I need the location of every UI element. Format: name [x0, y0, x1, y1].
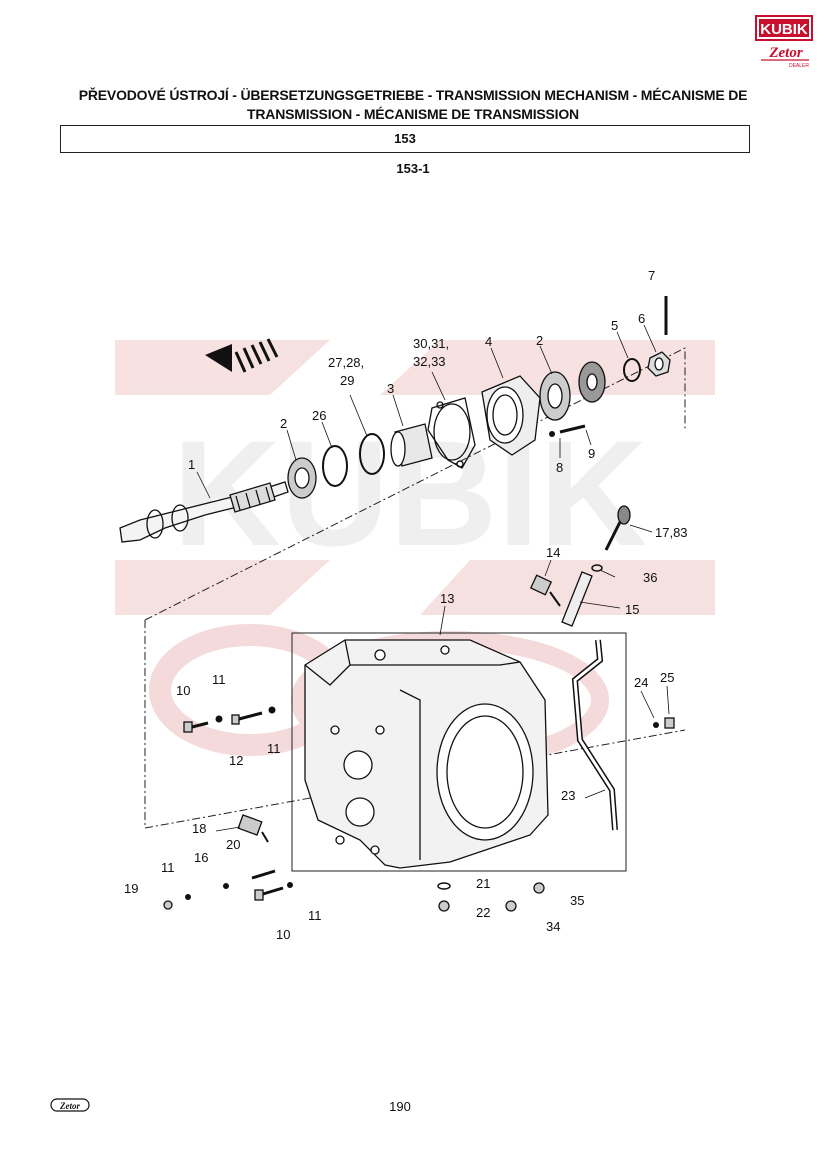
callout-11-d: 11 — [308, 908, 322, 923]
bolt-10-upper — [183, 721, 209, 733]
callout-23: 23 — [561, 788, 575, 803]
seal-21 — [437, 882, 451, 890]
callout-5: 5 — [611, 318, 618, 333]
gasket-30 — [427, 397, 476, 469]
callout-16: 16 — [194, 850, 208, 865]
title-line-2: TRANSMISSION - MÉCANISME DE TRANSMISSION — [247, 106, 579, 122]
nut-6 — [647, 351, 671, 377]
figure-number: 153-1 — [396, 161, 430, 176]
washer-24 — [653, 722, 659, 728]
direction-arrow-icon — [205, 338, 279, 373]
callout-13: 13 — [440, 591, 454, 606]
plug-25 — [664, 717, 675, 729]
callout-32-33: 32,33 — [413, 354, 446, 369]
callout-36: 36 — [643, 570, 657, 585]
callout-30-31: 30,31, — [413, 336, 449, 351]
callout-2-right: 2 — [536, 333, 543, 348]
leader-lines — [196, 324, 670, 832]
callout-3: 3 — [387, 381, 394, 396]
title-line-1: PŘEVODOVÉ ÚSTROJÍ - ÜBERSETZUNGSGETRIEBE… — [78, 87, 748, 103]
kubik-zetor-logo: KUBIK Zetor DEALER — [755, 15, 813, 69]
callout-14: 14 — [546, 545, 560, 560]
exploded-parts-diagram: KUBIK — [115, 268, 715, 942]
bearing-housing-4 — [481, 375, 541, 456]
callout-29: 29 — [340, 373, 354, 388]
sleeve-15 — [561, 571, 593, 627]
callout-6: 6 — [638, 311, 645, 326]
plug-22 — [438, 900, 450, 912]
callout-17-83: 17,83 — [655, 525, 688, 540]
callout-27-28: 27,28, — [328, 355, 364, 370]
callout-35: 35 — [570, 893, 584, 908]
callout-10-lower: 10 — [276, 927, 290, 942]
gear — [578, 361, 606, 403]
callout-10-upper: 10 — [176, 683, 190, 698]
callout-11-c: 11 — [161, 860, 175, 875]
sensor-14 — [529, 574, 561, 607]
washer-16 — [223, 883, 229, 889]
bearing-right — [539, 371, 571, 421]
gearbox-housing — [291, 632, 627, 872]
callout-7: 7 — [648, 268, 655, 283]
screw-9 — [559, 424, 586, 434]
callout-8: 8 — [556, 460, 563, 475]
o-ring-36 — [591, 564, 603, 572]
callout-34: 34 — [546, 919, 560, 934]
callout-18: 18 — [192, 821, 206, 836]
ring-27 — [359, 433, 385, 475]
footer-zetor-logo: Zetor — [50, 1098, 90, 1112]
callout-labels: 1 2 2 3 4 5 6 7 8 9 10 10 11 11 11 11 12… — [124, 268, 688, 942]
callout-21: 21 — [476, 876, 490, 891]
plug-34 — [505, 900, 517, 912]
callout-11-b: 11 — [267, 741, 281, 756]
callout-15: 15 — [625, 602, 639, 617]
callout-24: 24 — [634, 675, 648, 690]
callout-11-a: 11 — [212, 672, 226, 687]
plug-35 — [533, 882, 545, 894]
callout-9: 9 — [588, 446, 595, 461]
callout-22: 22 — [476, 905, 490, 920]
stud-12 — [231, 711, 263, 725]
bolt-10-lower — [254, 886, 284, 901]
sleeve-3 — [390, 423, 433, 467]
ring-26 — [322, 445, 348, 487]
callout-25: 25 — [660, 670, 674, 685]
callout-26: 26 — [312, 408, 326, 423]
callout-2-left: 2 — [280, 416, 287, 431]
page-number: 190 — [389, 1099, 411, 1114]
logo-bottom-text: Zetor — [768, 45, 802, 61]
page-title: PŘEVODOVÉ ÚSTROJÍ - ÜBERSETZUNGSGETRIEBE… — [40, 86, 786, 124]
group-number-box: 153 — [60, 125, 750, 153]
washer-5 — [623, 358, 641, 382]
plug-18 — [237, 814, 269, 843]
callout-19: 19 — [124, 881, 138, 896]
main-shaft — [119, 481, 289, 543]
washer-11-b — [268, 706, 276, 714]
callout-12: 12 — [229, 753, 243, 768]
footer-logo-text: Zetor — [59, 1101, 80, 1111]
drive-gear-17 — [604, 505, 631, 551]
callout-1: 1 — [188, 457, 195, 472]
callout-20: 20 — [226, 837, 240, 852]
callout-4: 4 — [485, 334, 492, 349]
plug-19 — [163, 900, 173, 910]
logo-tiny-text: DEALER — [789, 63, 809, 69]
washer-8 — [549, 431, 555, 437]
washer-11-c — [185, 894, 191, 900]
logo-top-text: KUBIK — [760, 21, 808, 38]
washer-11-d — [287, 882, 293, 888]
stud-20 — [251, 869, 276, 880]
washer-11-a — [215, 715, 223, 723]
group-number: 153 — [394, 131, 416, 146]
bearing-left — [287, 457, 317, 499]
